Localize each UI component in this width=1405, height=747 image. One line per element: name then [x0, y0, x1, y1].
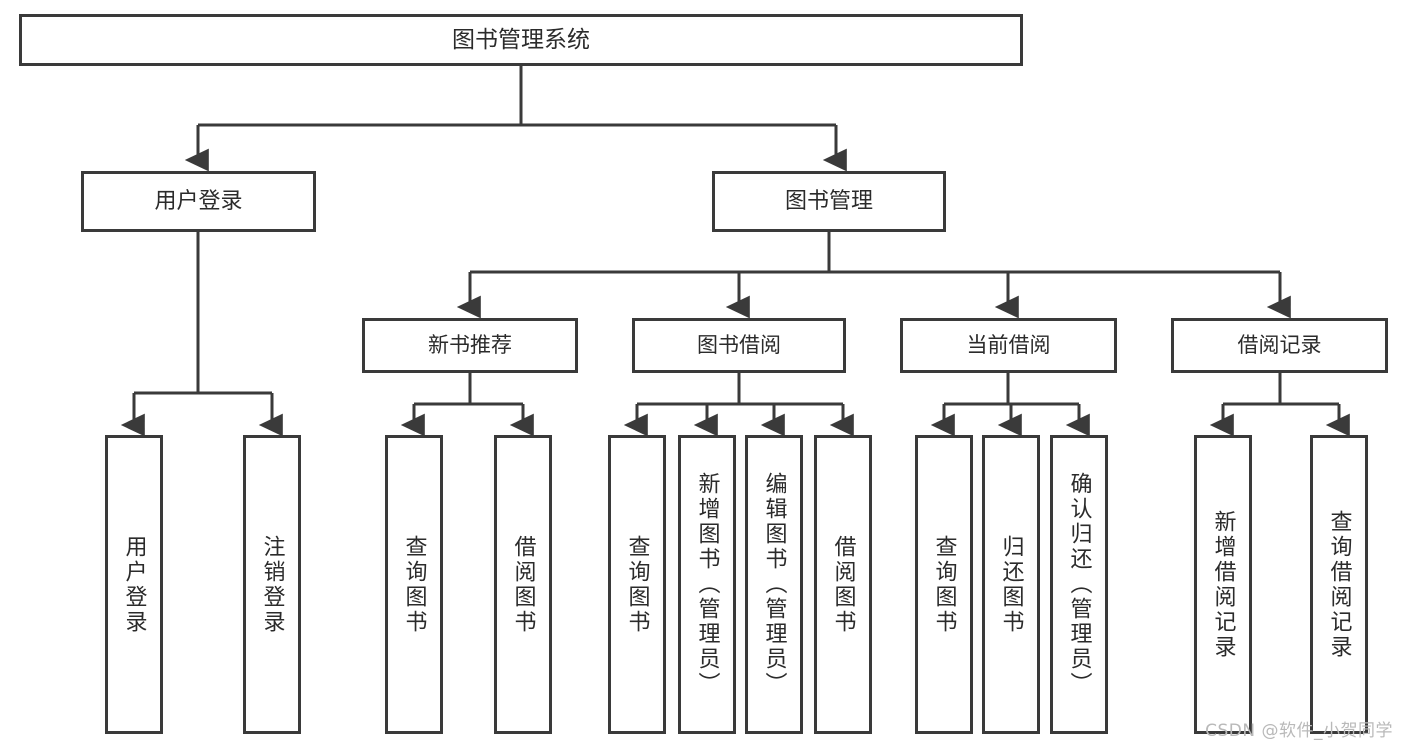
leaf-book-borrow-edit-book-label: 编辑图书（管理员） — [761, 472, 787, 697]
leaf-new-book-query-book-label: 查询图书 — [401, 534, 427, 635]
leaf-user-login-logout-label: 注销登录 — [259, 534, 285, 635]
edges-new-book-to-leaves — [400, 373, 534, 437]
node-user-login-label: 用户登录 — [154, 188, 243, 214]
leaf-user-login-login[interactable]: 用户登录 — [105, 435, 163, 734]
leaf-new-book-borrow-book[interactable]: 借阅图书 — [494, 435, 552, 734]
leaf-current-borrow-return-book-label: 归还图书 — [998, 534, 1024, 635]
node-root-system[interactable]: 图书管理系统 — [19, 14, 1023, 66]
edges-borrow-record-to-leaves — [1209, 373, 1350, 437]
node-user-login[interactable]: 用户登录 — [81, 171, 316, 232]
node-borrow-record[interactable]: 借阅记录 — [1171, 318, 1388, 373]
leaf-book-borrow-edit-book[interactable]: 编辑图书（管理员） — [745, 435, 803, 734]
node-new-book-recommend[interactable]: 新书推荐 — [362, 318, 578, 373]
node-current-borrow-label: 当前借阅 — [966, 333, 1051, 358]
leaf-user-login-logout[interactable]: 注销登录 — [243, 435, 301, 734]
leaf-book-borrow-borrow-book[interactable]: 借阅图书 — [814, 435, 872, 734]
leaf-book-borrow-add-book-label: 新增图书（管理员） — [694, 472, 720, 697]
leaf-current-borrow-return-book[interactable]: 归还图书 — [982, 435, 1040, 734]
edges-book-manage-to-level3 — [456, 232, 1291, 319]
leaf-book-borrow-borrow-book-label: 借阅图书 — [830, 534, 856, 635]
leaf-new-book-query-book[interactable]: 查询图书 — [385, 435, 443, 734]
leaf-book-borrow-query-book[interactable]: 查询图书 — [608, 435, 666, 734]
edges-root-to-level2 — [184, 66, 847, 172]
leaf-current-borrow-query-book-label: 查询图书 — [931, 534, 957, 635]
leaf-current-borrow-confirm-return-label: 确认归还（管理员） — [1066, 472, 1092, 697]
node-borrow-record-label: 借阅记录 — [1237, 333, 1322, 358]
edges-book-borrow-to-leaves — [623, 373, 854, 437]
node-book-management[interactable]: 图书管理 — [712, 171, 946, 232]
node-current-borrow[interactable]: 当前借阅 — [900, 318, 1117, 373]
node-book-management-label: 图书管理 — [784, 188, 873, 214]
leaf-user-login-login-label: 用户登录 — [121, 534, 147, 635]
leaf-borrow-record-query-record[interactable]: 查询借阅记录 — [1310, 435, 1368, 734]
leaf-current-borrow-confirm-return[interactable]: 确认归还（管理员） — [1050, 435, 1108, 734]
node-root-system-label: 图书管理系统 — [452, 26, 590, 53]
leaf-borrow-record-add-record[interactable]: 新增借阅记录 — [1194, 435, 1252, 734]
node-new-book-recommend-label: 新书推荐 — [428, 333, 512, 358]
edges-current-borrow-to-leaves — [930, 373, 1090, 437]
node-book-borrow-label: 图书借阅 — [697, 333, 781, 358]
leaf-book-borrow-query-book-label: 查询图书 — [624, 534, 650, 635]
leaf-borrow-record-query-record-label: 查询借阅记录 — [1326, 509, 1352, 660]
leaf-current-borrow-query-book[interactable]: 查询图书 — [915, 435, 973, 734]
leaf-new-book-borrow-book-label: 借阅图书 — [510, 534, 536, 635]
node-book-borrow[interactable]: 图书借阅 — [632, 318, 846, 373]
leaf-borrow-record-add-record-label: 新增借阅记录 — [1210, 509, 1236, 660]
edges-user-login-to-leaves — [120, 232, 283, 437]
leaf-book-borrow-add-book[interactable]: 新增图书（管理员） — [678, 435, 736, 734]
